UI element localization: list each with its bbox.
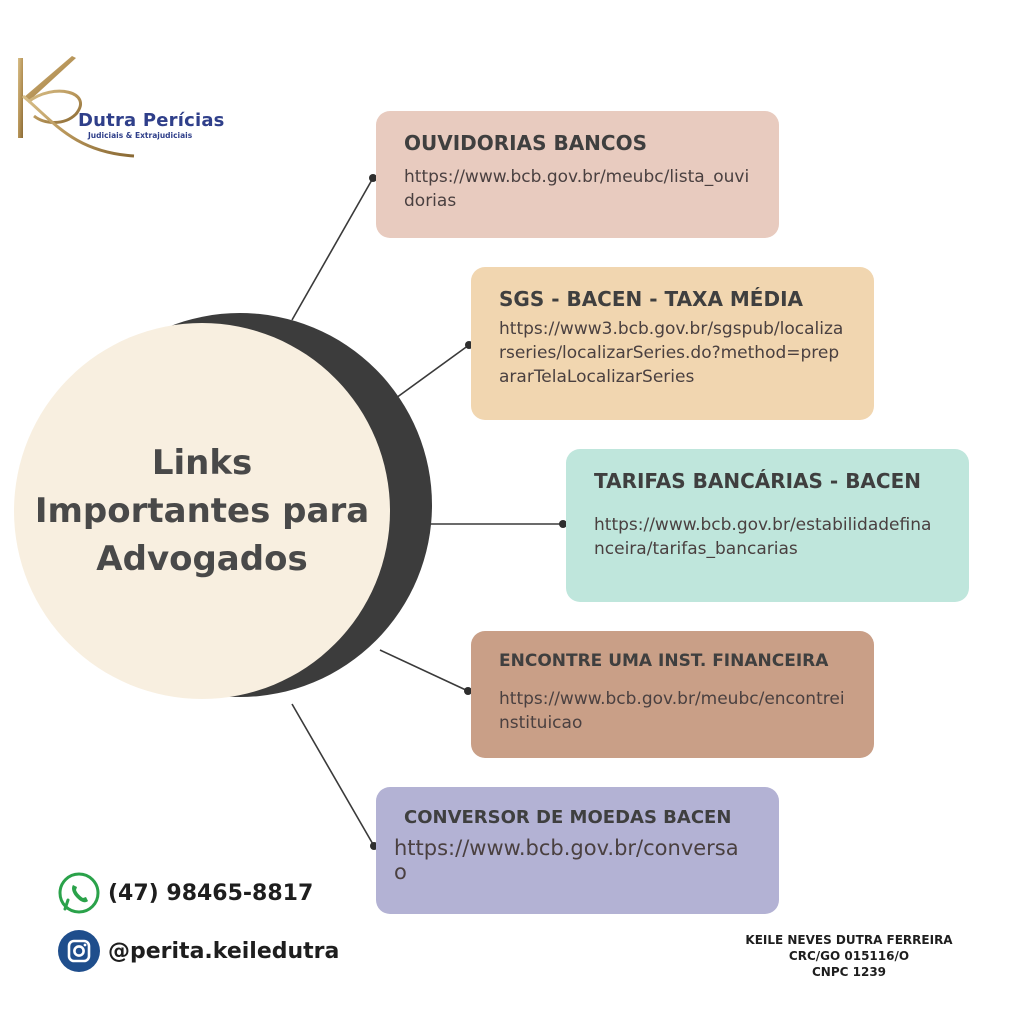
link-card-inst-financeira: ENCONTRE UMA INST. FINANCEIRA https://ww… [471, 631, 874, 758]
credential-name: KEILE NEVES DUTRA FERREIRA [745, 933, 953, 947]
phone-number[interactable]: (47) 98465-8817 [108, 880, 314, 906]
connector-dot-1 [369, 174, 377, 182]
link-card-title: ENCONTRE UMA INST. FINANCEIRA [499, 651, 829, 671]
credentials-block: KEILE NEVES DUTRA FERREIRA CRC/GO 015116… [708, 932, 990, 980]
link-card-url[interactable]: https://www.bcb.gov.br/estabilidadefinan… [594, 515, 932, 559]
link-card-url[interactable]: https://www.bcb.gov.br/meubc/lista_ouvid… [404, 167, 750, 211]
link-card-url[interactable]: https://www3.bcb.gov.br/sgspub/localizar… [499, 319, 844, 387]
link-card-title: TARIFAS BANCÁRIAS - BACEN [594, 469, 921, 493]
main-circle: Links Importantes para Advogados [14, 323, 390, 699]
logo-tagline: Judiciais & Extrajudiciais [88, 131, 193, 140]
connector-dot-3 [559, 520, 567, 528]
whatsapp-icon [58, 872, 100, 914]
link-card-title: SGS - BACEN - TAXA MÉDIA [499, 287, 803, 311]
main-title: Links Importantes para Advogados [34, 443, 370, 579]
connector-dot-4 [464, 687, 472, 695]
instagram-handle[interactable]: @perita.keiledutra [108, 938, 340, 964]
link-card-url[interactable]: https://www.bcb.gov.br/conversao [394, 836, 739, 884]
connector-line-4 [379, 649, 469, 692]
link-card-url[interactable]: https://www.bcb.gov.br/meubc/encontreins… [499, 689, 845, 733]
link-card-conversor-moedas: CONVERSOR DE MOEDAS BACEN https://www.bc… [376, 787, 779, 914]
connector-line-5 [291, 703, 375, 847]
credential-crc: CRC/GO 015116/O [788, 949, 910, 963]
link-card-sgs-taxa-media: SGS - BACEN - TAXA MÉDIA https://www3.bc… [471, 267, 874, 420]
instagram-icon [58, 930, 100, 972]
contact-phone[interactable]: (47) 98465-8817 [58, 872, 313, 914]
connector-line-2 [395, 344, 470, 399]
logo-name: Dutra Perícias [78, 110, 225, 131]
link-card-tarifas-bancarias: TARIFAS BANCÁRIAS - BACEN https://www.bc… [566, 449, 969, 602]
logo: Dutra Perícias Judiciais & Extrajudiciai… [14, 52, 224, 164]
kd-monogram-logo-icon [18, 56, 135, 158]
link-card-title: CONVERSOR DE MOEDAS BACEN [404, 807, 732, 828]
contact-instagram[interactable]: @perita.keiledutra [58, 930, 339, 972]
link-card-ouvidorias: OUVIDORIAS BANCOS https://www.bcb.gov.br… [376, 111, 779, 238]
connector-line-1 [291, 177, 374, 321]
link-card-title: OUVIDORIAS BANCOS [404, 131, 647, 155]
credential-cnpc: CNPC 1239 [811, 965, 887, 979]
